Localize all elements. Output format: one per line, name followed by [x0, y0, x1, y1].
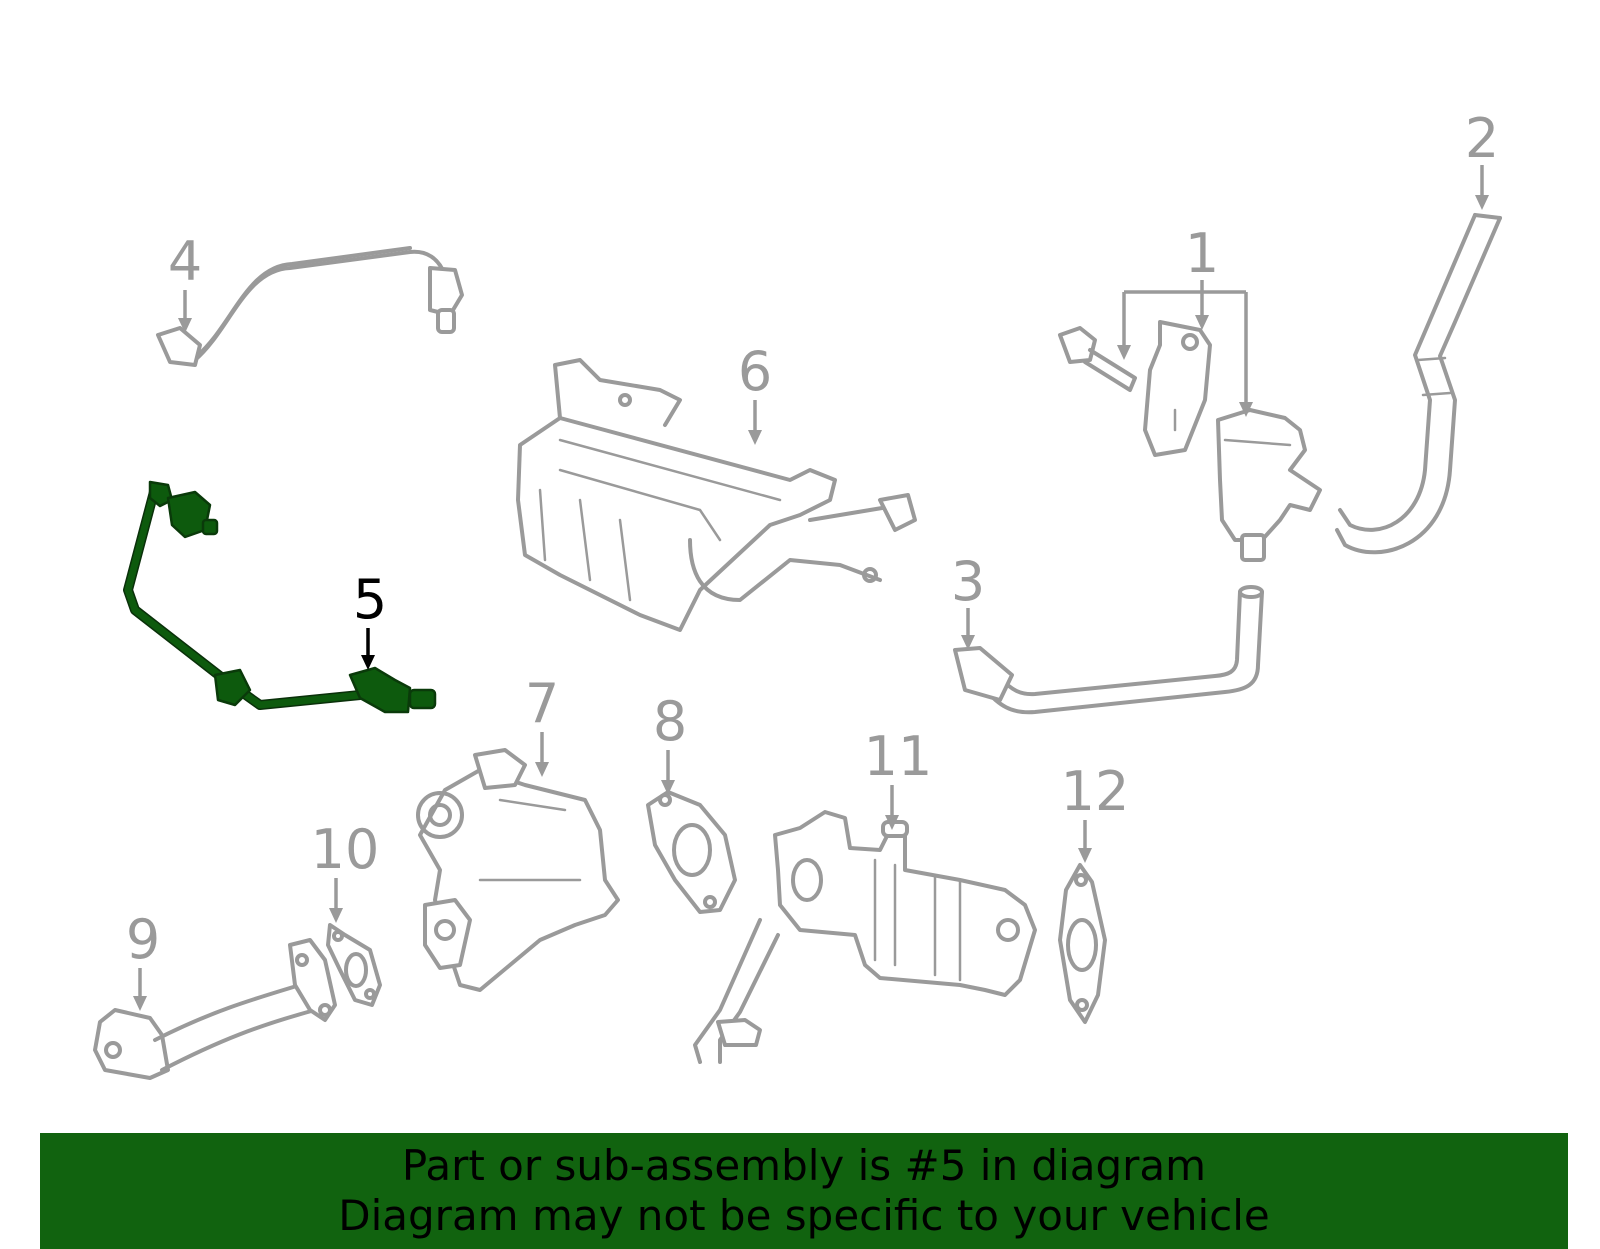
- callout-12: 12: [1061, 760, 1130, 863]
- callout-2: 2: [1465, 107, 1499, 210]
- svg-text:4: 4: [168, 230, 202, 293]
- svg-text:11: 11: [864, 725, 933, 788]
- part-4-sensor[interactable]: [156, 246, 464, 367]
- svg-text:1: 1: [1185, 222, 1219, 285]
- callout-4: 4: [168, 230, 202, 333]
- info-banner: Part or sub-assembly is #5 in diagram Di…: [40, 1133, 1568, 1249]
- part-5-sensor-highlighted[interactable]: [123, 480, 437, 714]
- callout-3: 3: [951, 550, 985, 650]
- svg-text:2: 2: [1465, 107, 1499, 170]
- svg-text:8: 8: [653, 690, 687, 753]
- svg-text:6: 6: [738, 340, 772, 403]
- callout-9: 9: [126, 908, 160, 1011]
- part-2-hose[interactable]: [1335, 213, 1502, 555]
- part-7-egr-valve[interactable]: [416, 748, 620, 992]
- part-12-gasket[interactable]: [1058, 863, 1107, 1024]
- callout-11: 11: [864, 725, 933, 830]
- part-9-pipe[interactable]: [93, 938, 337, 1080]
- svg-text:10: 10: [311, 818, 380, 881]
- callout-8: 8: [653, 690, 687, 795]
- svg-text:3: 3: [951, 550, 985, 613]
- callout-1: 1: [1117, 222, 1253, 417]
- callout-7: 7: [525, 672, 559, 777]
- part-8-gasket[interactable]: [646, 790, 737, 914]
- part-11-egr-cooler[interactable]: [693, 810, 1037, 1064]
- part-10-gasket[interactable]: [326, 923, 382, 1007]
- svg-text:9: 9: [126, 908, 160, 971]
- callout-10: 10: [311, 818, 380, 923]
- banner-line-2: Diagram may not be specific to your vehi…: [338, 1191, 1270, 1240]
- callout-5: 5: [353, 568, 387, 670]
- callout-6: 6: [738, 340, 772, 445]
- banner-line-1: Part or sub-assembly is #5 in diagram: [401, 1141, 1207, 1190]
- part-1-valve-assembly[interactable]: [1058, 320, 1322, 562]
- svg-text:7: 7: [525, 672, 559, 735]
- svg-text:5: 5: [353, 568, 387, 631]
- part-3-hose[interactable]: [953, 585, 1264, 715]
- svg-text:12: 12: [1061, 760, 1130, 823]
- part-6-canister[interactable]: [516, 358, 917, 632]
